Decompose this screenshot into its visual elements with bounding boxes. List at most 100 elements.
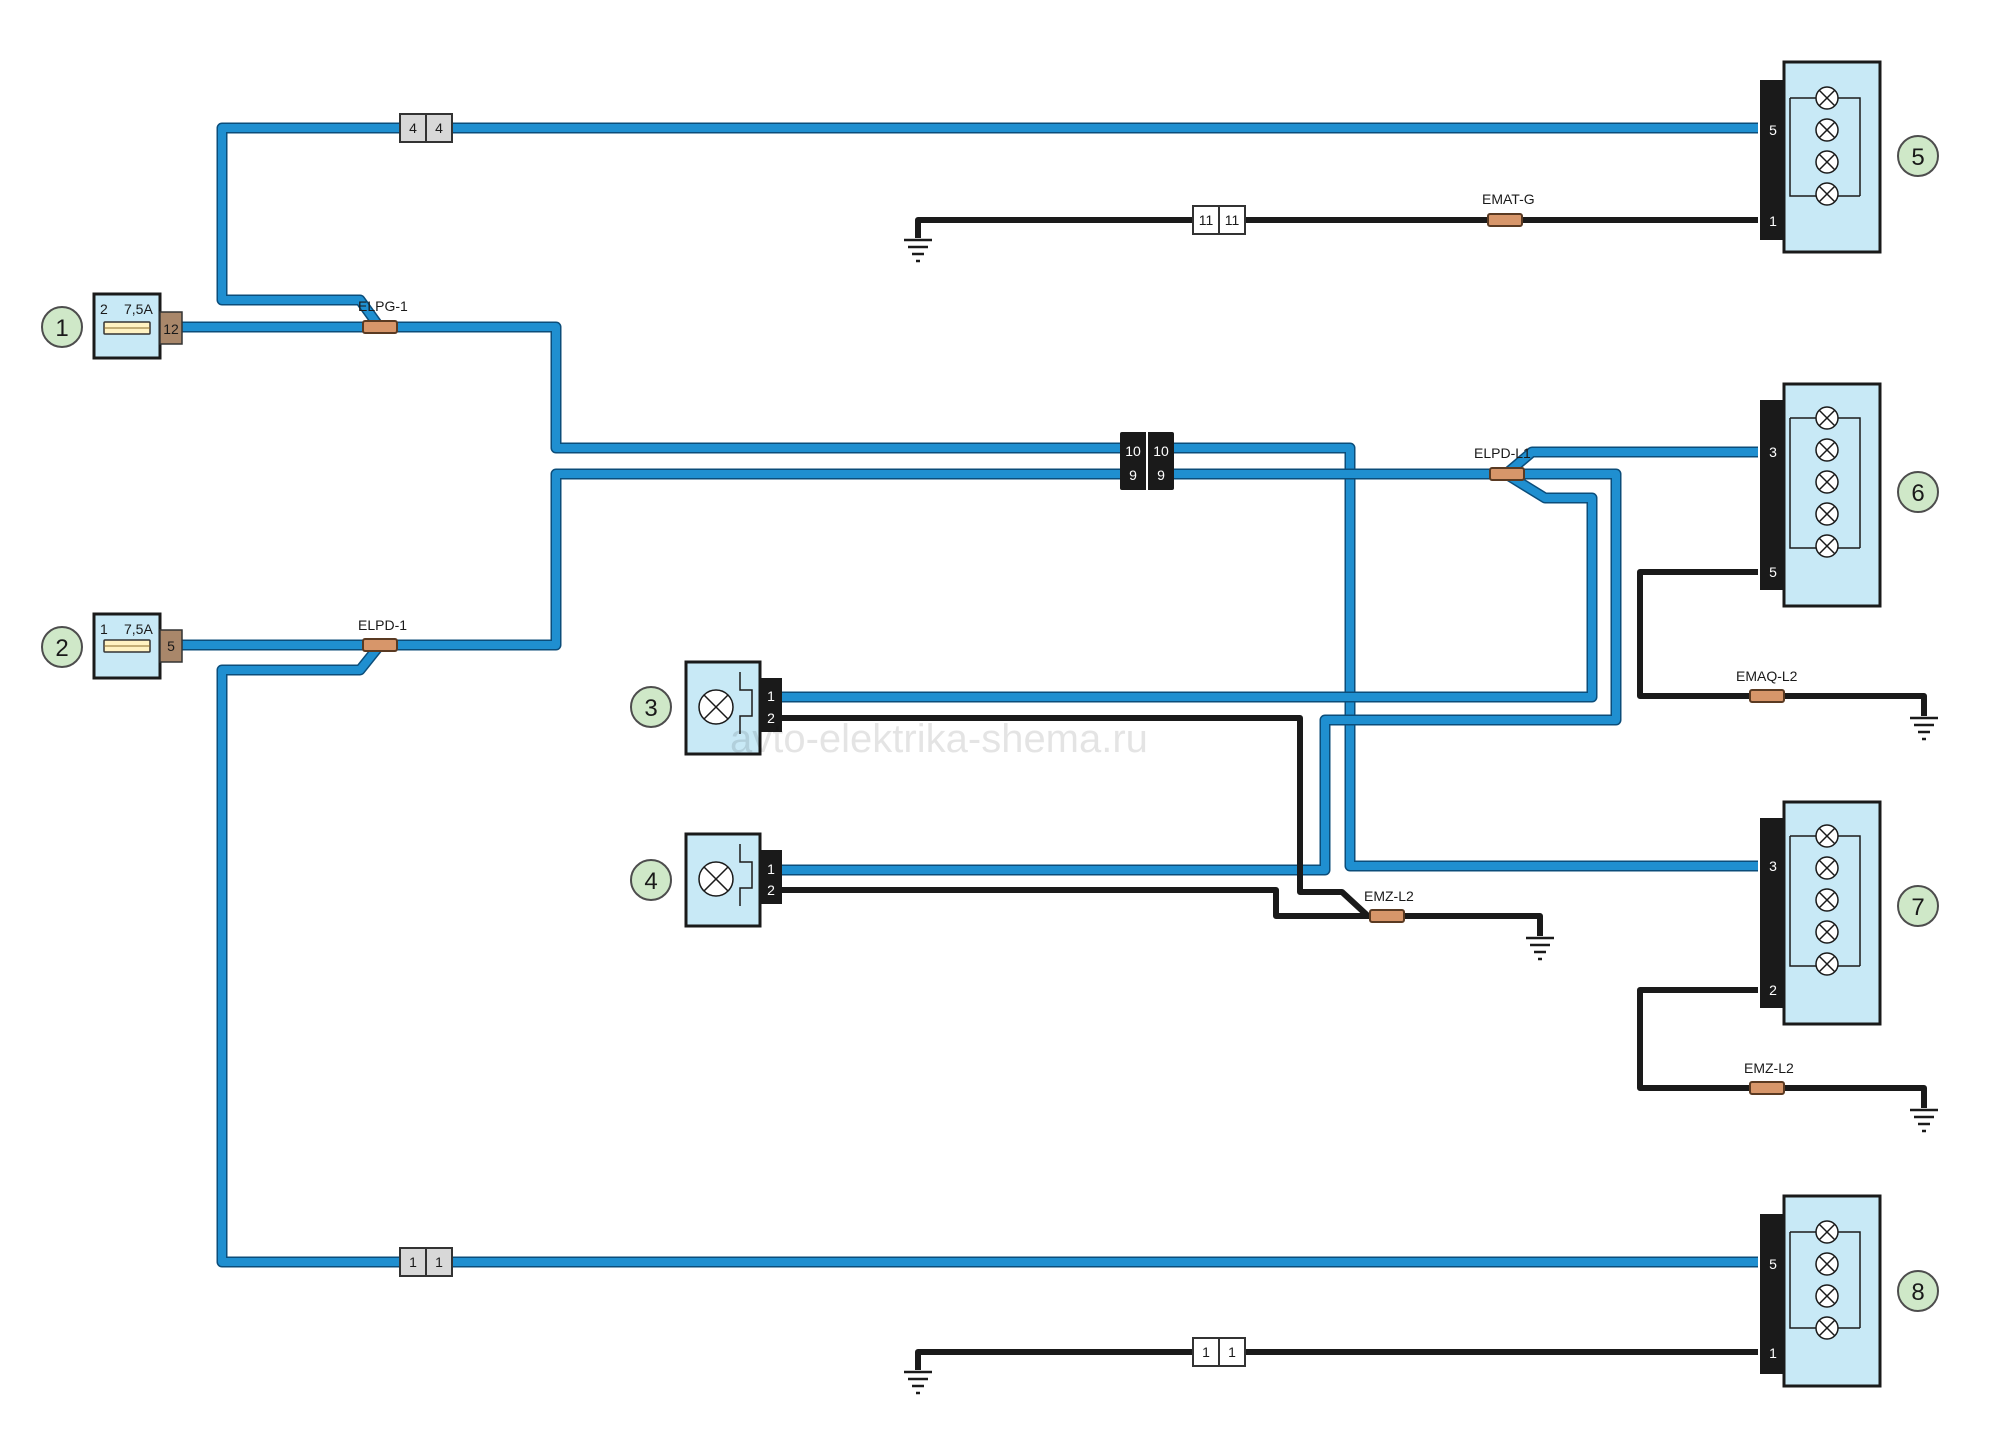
pin-label: 2: [1769, 982, 1777, 998]
splice-elpd-l1: ELPD-L1: [1474, 445, 1531, 481]
pin-label: 3: [1769, 444, 1777, 460]
fuse-component-2: 1 7,5A 5: [92, 612, 183, 680]
lamp-icon: [1815, 1316, 1839, 1340]
splice-emz-l2: EMZ-L2: [1744, 1060, 1794, 1095]
lamp-icon: [1815, 1284, 1839, 1308]
component-number-label: 2: [55, 635, 68, 662]
pin-label: 5: [1769, 122, 1777, 138]
lamp-icon: [1815, 952, 1839, 976]
lamp-icon: [1815, 920, 1839, 944]
component-number-label: 6: [1911, 480, 1924, 507]
lamp-icon: [1815, 182, 1839, 206]
fuse-tab-label: 5: [167, 638, 175, 654]
lamp-icon: [1815, 534, 1839, 558]
splice-label: EMZ-L2: [1364, 888, 1414, 904]
splice-label: EMZ-L2: [1744, 1060, 1794, 1076]
lamp-icon: [1815, 1252, 1839, 1276]
connector-block-bottom-gray: 1 1: [399, 1247, 453, 1277]
connector-pin-label: 1: [409, 1254, 417, 1270]
ground-symbol: [1910, 1108, 1938, 1133]
splice-label: ELPD-1: [358, 617, 407, 633]
connector-pin-label: 4: [435, 120, 443, 136]
pin-label: 3: [1769, 858, 1777, 874]
connector-block-top-gray: 4 4: [399, 113, 453, 143]
fuse-pin-label: 1: [100, 621, 108, 637]
lamp-cluster-component-5: 5 1: [1760, 60, 1882, 254]
fuse-pin-label: 2: [100, 301, 108, 317]
lamp-icon: [1815, 150, 1839, 174]
pin-label: 2: [767, 710, 775, 726]
lamp-icon: [1815, 1220, 1839, 1244]
pin-label: 1: [767, 688, 775, 704]
connector-pin-label: 4: [409, 120, 417, 136]
component-number-label: 1: [55, 315, 68, 342]
connector-pin-label: 1: [1202, 1344, 1210, 1360]
component-number-1: 1: [41, 306, 83, 348]
splice-label: EMAT-G: [1482, 191, 1535, 207]
black-wires: [782, 217, 1927, 1370]
pin-label: 5: [1769, 1256, 1777, 1272]
pin-label: 1: [767, 861, 775, 877]
lamp-cluster-component-8: 5 1: [1760, 1194, 1882, 1388]
connector-block-top-white: 11 11: [1192, 205, 1246, 235]
component-number-label: 8: [1911, 1279, 1924, 1306]
splice-elpg-1: ELPG-1: [358, 298, 408, 334]
lamp-icon: [1815, 438, 1839, 462]
component-number-label: 3: [644, 695, 657, 722]
lamp-icon: [1815, 856, 1839, 880]
ground-symbol: [1526, 936, 1554, 961]
lamp-icon: [1815, 118, 1839, 142]
blue-wires: [181, 122, 1758, 1268]
lamp-cluster-component-7: 3 2: [1760, 800, 1882, 1026]
splice-label: EMAQ-L2: [1736, 668, 1798, 684]
component-number-5: 5: [1897, 135, 1939, 177]
lamp-cluster-component-6: 3 5: [1760, 382, 1882, 608]
fuse-rating-label: 7,5A: [124, 301, 153, 317]
lamp-component-4: 1 2: [684, 832, 782, 928]
fuse-tab-label: 12: [163, 321, 179, 337]
ground-symbol: [904, 238, 932, 263]
lamp-icon: [1815, 406, 1839, 430]
connector-pin-label: 1: [435, 1254, 443, 1270]
component-number-8: 8: [1897, 1270, 1939, 1312]
ground-symbol: [1910, 716, 1938, 741]
ground-symbol: [904, 1370, 932, 1395]
connector-pin-label: 9: [1129, 467, 1137, 483]
connector-block-bottom-white: 1 1: [1192, 1337, 1246, 1367]
splice-emat-g: EMAT-G: [1482, 191, 1535, 227]
splice-emaq-l2: EMAQ-L2: [1736, 668, 1798, 703]
component-number-6: 6: [1897, 471, 1939, 513]
splice-elpd-1: ELPD-1: [358, 617, 407, 652]
fuse-rating-label: 7,5A: [124, 621, 153, 637]
connector-pin-label: 9: [1157, 467, 1165, 483]
lamp-icon: [1815, 470, 1839, 494]
lamp-icon: [1815, 888, 1839, 912]
component-number-4: 4: [630, 859, 672, 901]
pin-label: 1: [1769, 213, 1777, 229]
lamp-icon: [1815, 824, 1839, 848]
component-number-3: 3: [630, 686, 672, 728]
component-number-2: 2: [41, 626, 83, 668]
connector-pin-label: 11: [1199, 212, 1214, 228]
component-number-label: 5: [1911, 144, 1924, 171]
pin-label: 2: [767, 882, 775, 898]
lamp-component-3: 1 2: [684, 660, 782, 756]
splice-label: ELPD-L1: [1474, 445, 1531, 461]
connector-block-mid-black: 10 10 9 9: [1120, 432, 1174, 490]
connector-pin-label: 10: [1153, 443, 1169, 459]
lamp-icon: [1815, 86, 1839, 110]
pin-label: 5: [1769, 564, 1777, 580]
connector-pin-label: 11: [1225, 212, 1240, 228]
watermark-text: avto-elektrika-shema.ru: [730, 717, 1148, 761]
connector-pin-label: 10: [1125, 443, 1141, 459]
lamp-icon: [1815, 502, 1839, 526]
splice-label: ELPG-1: [358, 298, 408, 314]
component-number-label: 4: [644, 868, 657, 895]
connector-pin-label: 1: [1228, 1344, 1236, 1360]
pin-label: 1: [1769, 1345, 1777, 1361]
component-number-label: 7: [1911, 894, 1924, 921]
fuse-component-1: 2 7,5A 12: [92, 292, 183, 360]
component-number-7: 7: [1897, 885, 1939, 927]
splice-emz-l2: EMZ-L2: [1364, 888, 1414, 923]
